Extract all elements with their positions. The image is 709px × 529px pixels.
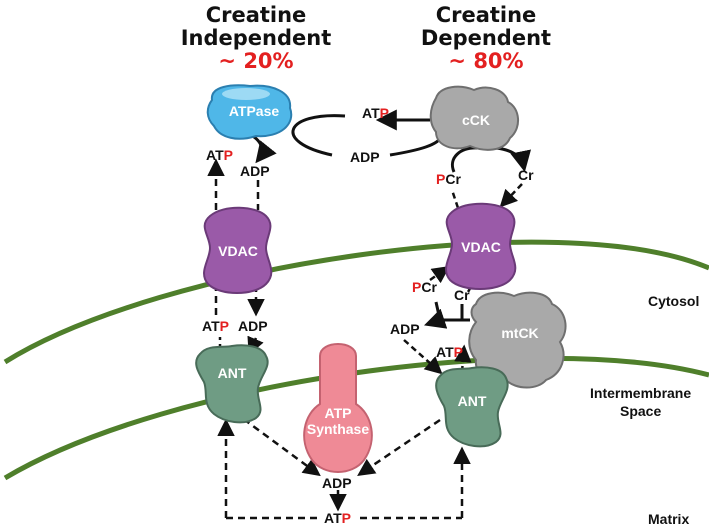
- header-right-line1: Creatine: [435, 3, 537, 27]
- adp-mtck-label: ADP: [390, 321, 420, 337]
- vdac-right-label: VDAC: [461, 239, 501, 255]
- adp-to-ant-right-arrow: [403, 339, 443, 375]
- ant-left-protein: ANT: [195, 344, 269, 424]
- atp-cycle-label: ATP: [362, 105, 389, 121]
- cck-to-cr-arrow: [495, 146, 531, 173]
- header-left-percent: ~ 20%: [218, 49, 294, 73]
- pcr-lower-to-vdac-arrow: [429, 265, 450, 284]
- atp-matrix-label: ATP: [324, 510, 351, 526]
- cr-lower-label: Cr: [454, 287, 470, 303]
- vdac-left-protein: VDAC: [203, 206, 273, 294]
- header-right-line2: Dependent: [420, 26, 552, 50]
- atpase-protein: ATPase: [206, 84, 293, 140]
- matrix-label: Matrix: [648, 511, 689, 527]
- atp-synthase-protein: ATP Synthase: [303, 343, 373, 473]
- cck-label: cCK: [462, 112, 490, 128]
- cytosol-label: Cytosol: [648, 293, 699, 309]
- cycle-left-curve: [291, 114, 346, 157]
- pcr-upper-label: PCr: [436, 171, 461, 187]
- outer-membrane: [3, 239, 709, 365]
- atp-vdac-left-label: ATP: [202, 318, 229, 334]
- vdac-right-protein: VDAC: [445, 202, 517, 290]
- ant-right-to-matrix-adp-arrow: [357, 418, 441, 476]
- vdac-left-label: VDAC: [218, 243, 258, 259]
- header-creatine-independent: Creatine Independent ~ 20%: [156, 4, 356, 73]
- header-left-line1: Creatine: [205, 3, 307, 27]
- atp-atpase-label: ATP: [206, 147, 233, 163]
- header-creatine-dependent: Creatine Dependent ~ 80%: [386, 4, 586, 73]
- mtck-reaction-bracket: [434, 301, 470, 322]
- cr-upper-label: Cr: [518, 167, 534, 183]
- adp-atpase-label: ADP: [240, 163, 270, 179]
- pcr-to-cck-arrow: [451, 146, 479, 173]
- ant-right-protein: ANT: [435, 366, 509, 448]
- vdac-right-to-pcr-arrow: [450, 189, 460, 209]
- header-right-percent: ~ 80%: [448, 49, 524, 73]
- atp-mtck-label: ATP: [436, 344, 463, 360]
- intermembrane-label-line1: Intermembrane: [590, 385, 691, 401]
- adp-matrix-label: ADP: [322, 475, 352, 491]
- header-left-line2: Independent: [180, 26, 332, 50]
- cycle-lower-arrow: [389, 135, 444, 157]
- adp-cycle-label: ADP: [350, 149, 380, 165]
- mtck-label: mtCK: [501, 325, 538, 341]
- mtck-protein: mtCK: [468, 291, 567, 389]
- intermembrane-label-line2: Space: [620, 403, 661, 419]
- mtck-to-adp-arrow: [424, 308, 448, 329]
- atpase-label: ATPase: [229, 103, 280, 119]
- cr-to-vdac-right-arrow: [499, 183, 523, 208]
- atp-synthase-label-line2: Synthase: [307, 421, 369, 437]
- pcr-lower-label: PCr: [412, 279, 437, 295]
- atp-synthase-label-line1: ATP: [325, 405, 352, 421]
- ant-right-label: ANT: [458, 393, 487, 409]
- adp-vdac-left-label: ADP: [238, 318, 268, 334]
- cck-protein: cCK: [429, 85, 519, 151]
- ant-left-label: ANT: [218, 365, 247, 381]
